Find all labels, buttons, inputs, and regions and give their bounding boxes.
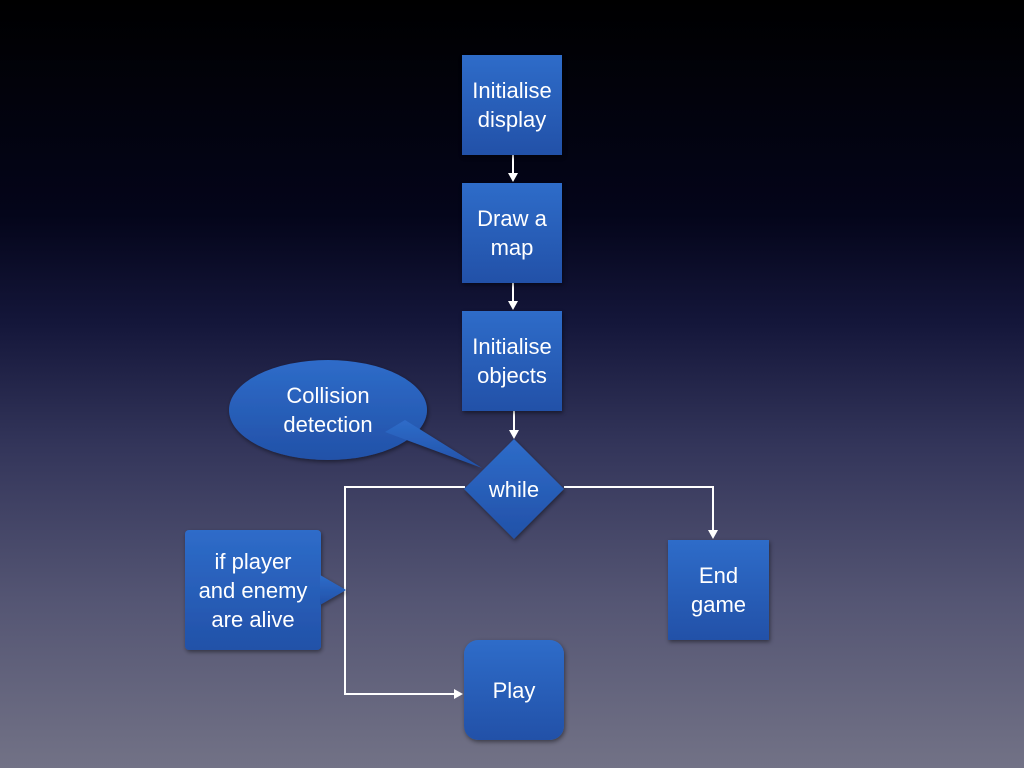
initialise-display-node: Initialise display bbox=[462, 55, 562, 155]
initialise-objects-node: Initialise objects bbox=[462, 311, 562, 411]
while-decision bbox=[464, 439, 564, 539]
condition-callout bbox=[185, 530, 346, 650]
play-node: Play bbox=[464, 640, 564, 740]
end-game-node: End game bbox=[668, 540, 769, 640]
condition-label: if player and enemy are alive bbox=[198, 548, 308, 632]
draw-map-node: Draw a map bbox=[462, 183, 562, 283]
collision-detection-label: Collision detection bbox=[283, 383, 373, 437]
arrow-objects-to-while bbox=[509, 411, 519, 439]
collision-detection-callout bbox=[229, 360, 482, 468]
arrow-map-to-objects bbox=[508, 283, 518, 310]
arrow-while-to-play bbox=[344, 486, 465, 699]
arrow-while-to-end bbox=[564, 486, 718, 539]
arrow-display-to-map bbox=[508, 155, 518, 182]
while-label: while bbox=[488, 476, 540, 502]
